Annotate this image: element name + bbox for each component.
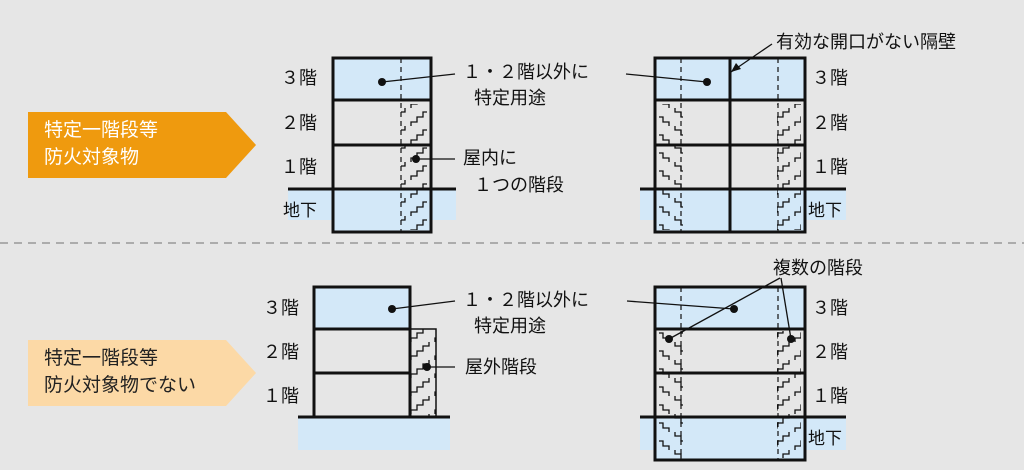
category-bottom-line2: 防火対象物でない: [44, 374, 197, 396]
category-top-line2: 防火対象物: [44, 146, 140, 168]
stair-shaft: [777, 104, 801, 230]
floor-label-1: １階: [812, 386, 848, 407]
building-bottom-right: [626, 277, 846, 462]
building-top-left: [288, 56, 456, 234]
outdoor-stair: [410, 329, 436, 417]
note-other-than-1-2-floor: １・２階以外に: [463, 290, 589, 311]
note-other-than-1-2-floor: １・２階以外に: [463, 62, 589, 83]
note-specific-use: 特定用途: [474, 316, 546, 337]
note-outdoor-stair: 屋外階段: [465, 357, 537, 378]
building-bottom-left: [298, 285, 456, 450]
floor-label-1: １階: [281, 157, 317, 178]
floor-label-3: ３階: [263, 298, 299, 319]
category-tag-top: 特定一階段等 防火対象物: [0, 112, 258, 178]
floor-label-2: ２階: [812, 113, 848, 134]
stair-shaft: [401, 104, 427, 230]
note-one-stair: １つの階段: [474, 175, 564, 196]
floor-label-2: ２階: [812, 342, 848, 363]
floor-label-basement: 地下: [283, 201, 317, 221]
building-top-right: [625, 43, 846, 234]
category-bottom-line1: 特定一階段等: [44, 347, 159, 369]
note-no-opening-wall: 有効な開口がない隔壁: [776, 32, 956, 53]
stair-shaft: [659, 331, 683, 458]
floor-label-basement: 地下: [808, 201, 842, 221]
floor-label-2: ２階: [281, 113, 317, 134]
note-specific-use: 特定用途: [474, 88, 546, 109]
floor-label-3: ３階: [281, 68, 317, 89]
note-indoor: 屋内に: [463, 148, 517, 169]
floor-label-1: １階: [812, 157, 848, 178]
floor-label-2: ２階: [263, 342, 299, 363]
stair-shaft: [659, 104, 683, 230]
floor-label-3: ３階: [812, 298, 848, 319]
note-multiple-stairs: 複数の階段: [773, 258, 863, 279]
floor-label-basement: 地下: [808, 429, 842, 449]
category-tag-bottom: 特定一階段等 防火対象物でない: [0, 340, 258, 406]
category-top-line1: 特定一階段等: [44, 119, 159, 141]
stair-shaft: [777, 331, 801, 458]
floor-label-3: ３階: [812, 68, 848, 89]
floor-label-1: １階: [263, 386, 299, 407]
